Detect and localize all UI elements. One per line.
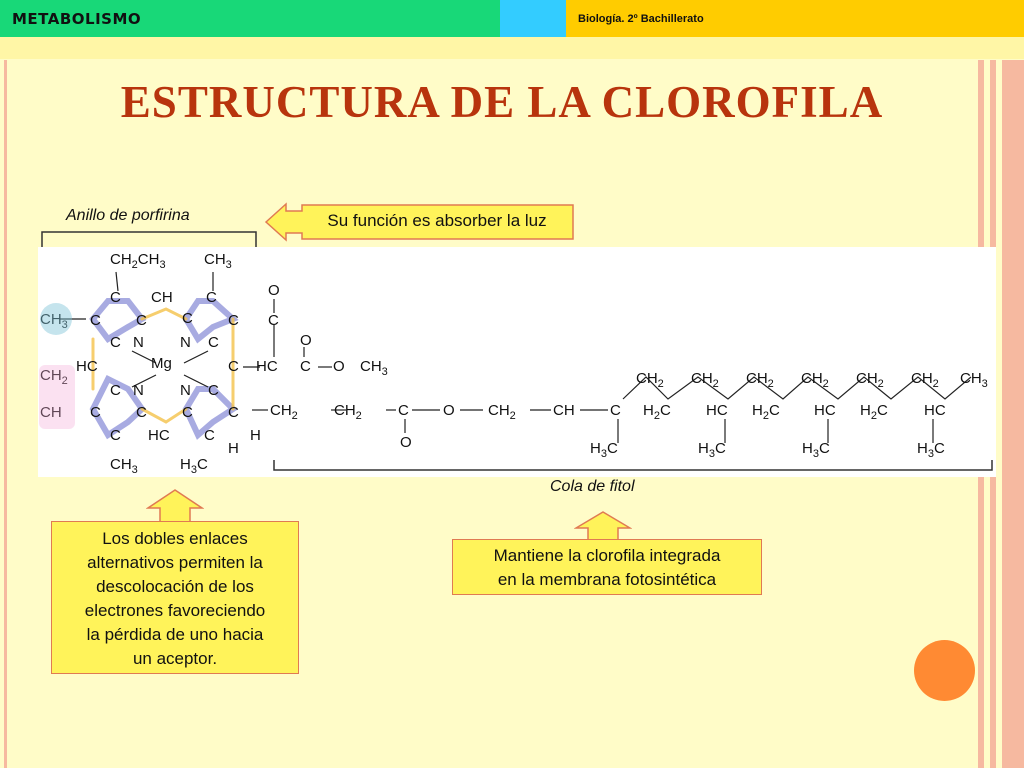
svg-text:CH3: CH3 xyxy=(40,311,68,331)
svg-text:HC: HC xyxy=(814,402,836,419)
svg-text:CH: CH xyxy=(151,289,173,306)
svg-text:CH3: CH3 xyxy=(110,456,138,476)
double-bonds-line-2: alternativos permiten la xyxy=(87,553,263,572)
svg-text:C: C xyxy=(136,404,147,421)
svg-text:C: C xyxy=(110,334,121,351)
svg-text:C: C xyxy=(208,382,219,399)
svg-text:O: O xyxy=(300,332,312,349)
svg-text:C: C xyxy=(110,427,121,444)
svg-text:C: C xyxy=(398,402,409,419)
vinyl-highlight xyxy=(39,365,75,429)
svg-text:C: C xyxy=(204,427,215,444)
svg-text:CH3: CH3 xyxy=(360,358,388,378)
svg-text:CH2: CH2 xyxy=(636,370,664,390)
svg-text:N: N xyxy=(180,382,191,399)
svg-text:CH2: CH2 xyxy=(801,370,829,390)
svg-text:Mg: Mg xyxy=(151,355,172,372)
svg-text:O: O xyxy=(400,434,412,451)
svg-text:C: C xyxy=(300,358,311,375)
right-stripe-3 xyxy=(1002,60,1024,768)
svg-text:H2C: H2C xyxy=(860,402,888,422)
phytol-callout-line-2: en la membrana fotosintética xyxy=(497,570,717,589)
svg-text:C: C xyxy=(228,358,239,375)
svg-text:CH2: CH2 xyxy=(746,370,774,390)
light-callout-shape xyxy=(264,202,574,242)
svg-text:C: C xyxy=(90,312,101,329)
svg-text:CH3: CH3 xyxy=(204,251,232,271)
svg-text:N: N xyxy=(180,334,191,351)
phytol-up-arrow xyxy=(574,511,632,541)
left-stripe xyxy=(4,60,7,768)
header-bar-yellow xyxy=(566,0,1024,37)
svg-text:C: C xyxy=(182,404,193,421)
svg-text:H3C: H3C xyxy=(590,440,618,460)
svg-text:HC: HC xyxy=(148,427,170,444)
header-bar-green xyxy=(0,0,500,37)
svg-text:H2C: H2C xyxy=(752,402,780,422)
svg-text:C: C xyxy=(228,404,239,421)
porphyrin-label: Anillo de porfirina xyxy=(66,207,190,224)
porphyrin-bracket xyxy=(41,231,257,248)
svg-text:HC: HC xyxy=(924,402,946,419)
double-bonds-line-4: electrones favoreciendo xyxy=(84,601,266,620)
svg-text:C: C xyxy=(208,334,219,351)
svg-text:CH: CH xyxy=(40,404,62,421)
svg-text:CH2: CH2 xyxy=(40,367,68,387)
header-bar-cyan xyxy=(500,0,566,37)
svg-text:O: O xyxy=(268,282,280,299)
double-bonds-line-1: Los dobles enlaces xyxy=(102,529,248,548)
svg-text:H: H xyxy=(228,440,239,457)
svg-text:C: C xyxy=(136,312,147,329)
svg-text:H2C: H2C xyxy=(643,402,671,422)
porphyrin-up-arrow xyxy=(146,489,204,523)
svg-text:H3C: H3C xyxy=(180,456,208,476)
svg-text:C: C xyxy=(182,310,193,327)
header-course-title: Biología. 2º Bachillerato xyxy=(578,13,704,25)
svg-text:CH2: CH2 xyxy=(334,402,362,422)
header-stripe xyxy=(0,37,1024,59)
svg-text:CH2: CH2 xyxy=(911,370,939,390)
svg-text:CH: CH xyxy=(553,402,575,419)
double-bonds-line-6: un aceptor. xyxy=(132,649,218,668)
phytol-callout-line-1: Mantiene la clorofila integrada xyxy=(493,546,721,565)
svg-text:H3C: H3C xyxy=(698,440,726,460)
svg-text:H3C: H3C xyxy=(917,440,945,460)
svg-text:H3C: H3C xyxy=(802,440,830,460)
svg-text:H: H xyxy=(250,427,261,444)
svg-text:C: C xyxy=(268,312,279,329)
phytol-bracket xyxy=(273,460,993,471)
svg-text:C: C xyxy=(610,402,621,419)
svg-text:C: C xyxy=(206,289,217,306)
page-title: ESTRUCTURA DE LA CLOROFILA xyxy=(120,77,884,127)
svg-text:C: C xyxy=(90,404,101,421)
double-bonds-line-5: la pérdida de uno hacia xyxy=(86,625,264,644)
decorative-circle xyxy=(914,640,975,701)
svg-text:CH3: CH3 xyxy=(960,370,988,390)
svg-text:HC: HC xyxy=(706,402,728,419)
svg-text:CH2: CH2 xyxy=(691,370,719,390)
svg-text:N: N xyxy=(133,382,144,399)
svg-text:CH2CH3: CH2CH3 xyxy=(110,251,166,271)
svg-text:C: C xyxy=(110,382,121,399)
svg-text:N: N xyxy=(133,334,144,351)
double-bonds-line-3: descolocación de los xyxy=(96,577,254,596)
svg-text:HC: HC xyxy=(256,358,278,375)
svg-text:O: O xyxy=(333,358,345,375)
svg-text:CH2: CH2 xyxy=(856,370,884,390)
svg-text:C: C xyxy=(110,289,121,306)
svg-text:CH2: CH2 xyxy=(270,402,298,422)
phytol-callout: Mantiene la clorofila integrada en la me… xyxy=(452,539,762,595)
phytol-label: Cola de fitol xyxy=(550,478,635,495)
double-bonds-callout: Los dobles enlaces alternativos permiten… xyxy=(51,521,299,674)
svg-text:HC: HC xyxy=(76,358,98,375)
svg-text:C: C xyxy=(228,312,239,329)
light-callout-text: Su función es absorber la luz xyxy=(327,211,547,230)
ch3-highlight xyxy=(40,303,72,335)
header-section-title: METABOLISMO xyxy=(12,10,142,28)
svg-text:O: O xyxy=(443,402,455,419)
svg-text:CH2: CH2 xyxy=(488,402,516,422)
